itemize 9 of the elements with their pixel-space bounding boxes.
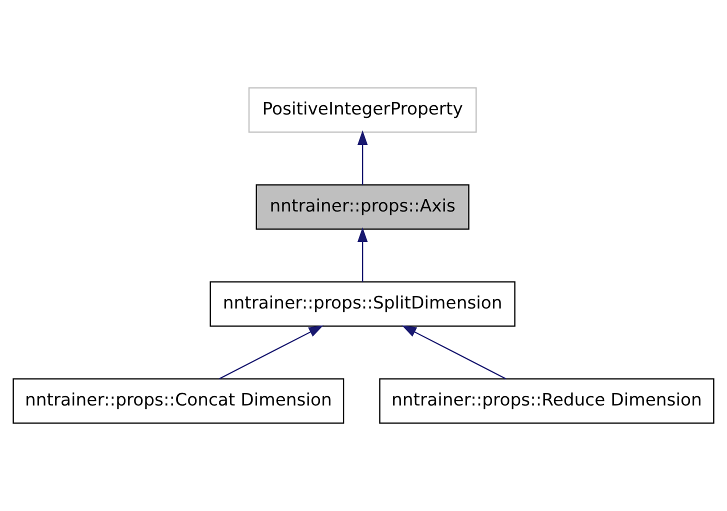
node-box: nntrainer::props::SplitDimension: [210, 281, 516, 327]
node-box: nntrainer::props::Concat Dimension: [12, 378, 344, 424]
node-box: PositiveIntegerProperty: [248, 87, 477, 133]
arrow: [219, 325, 324, 380]
arrow: [402, 325, 506, 380]
arrow: [357, 227, 368, 282]
node-box: nntrainer::props::Reduce Dimension: [379, 378, 714, 424]
arrow: [357, 130, 368, 185]
node-box: nntrainer::props::Axis: [256, 184, 470, 230]
